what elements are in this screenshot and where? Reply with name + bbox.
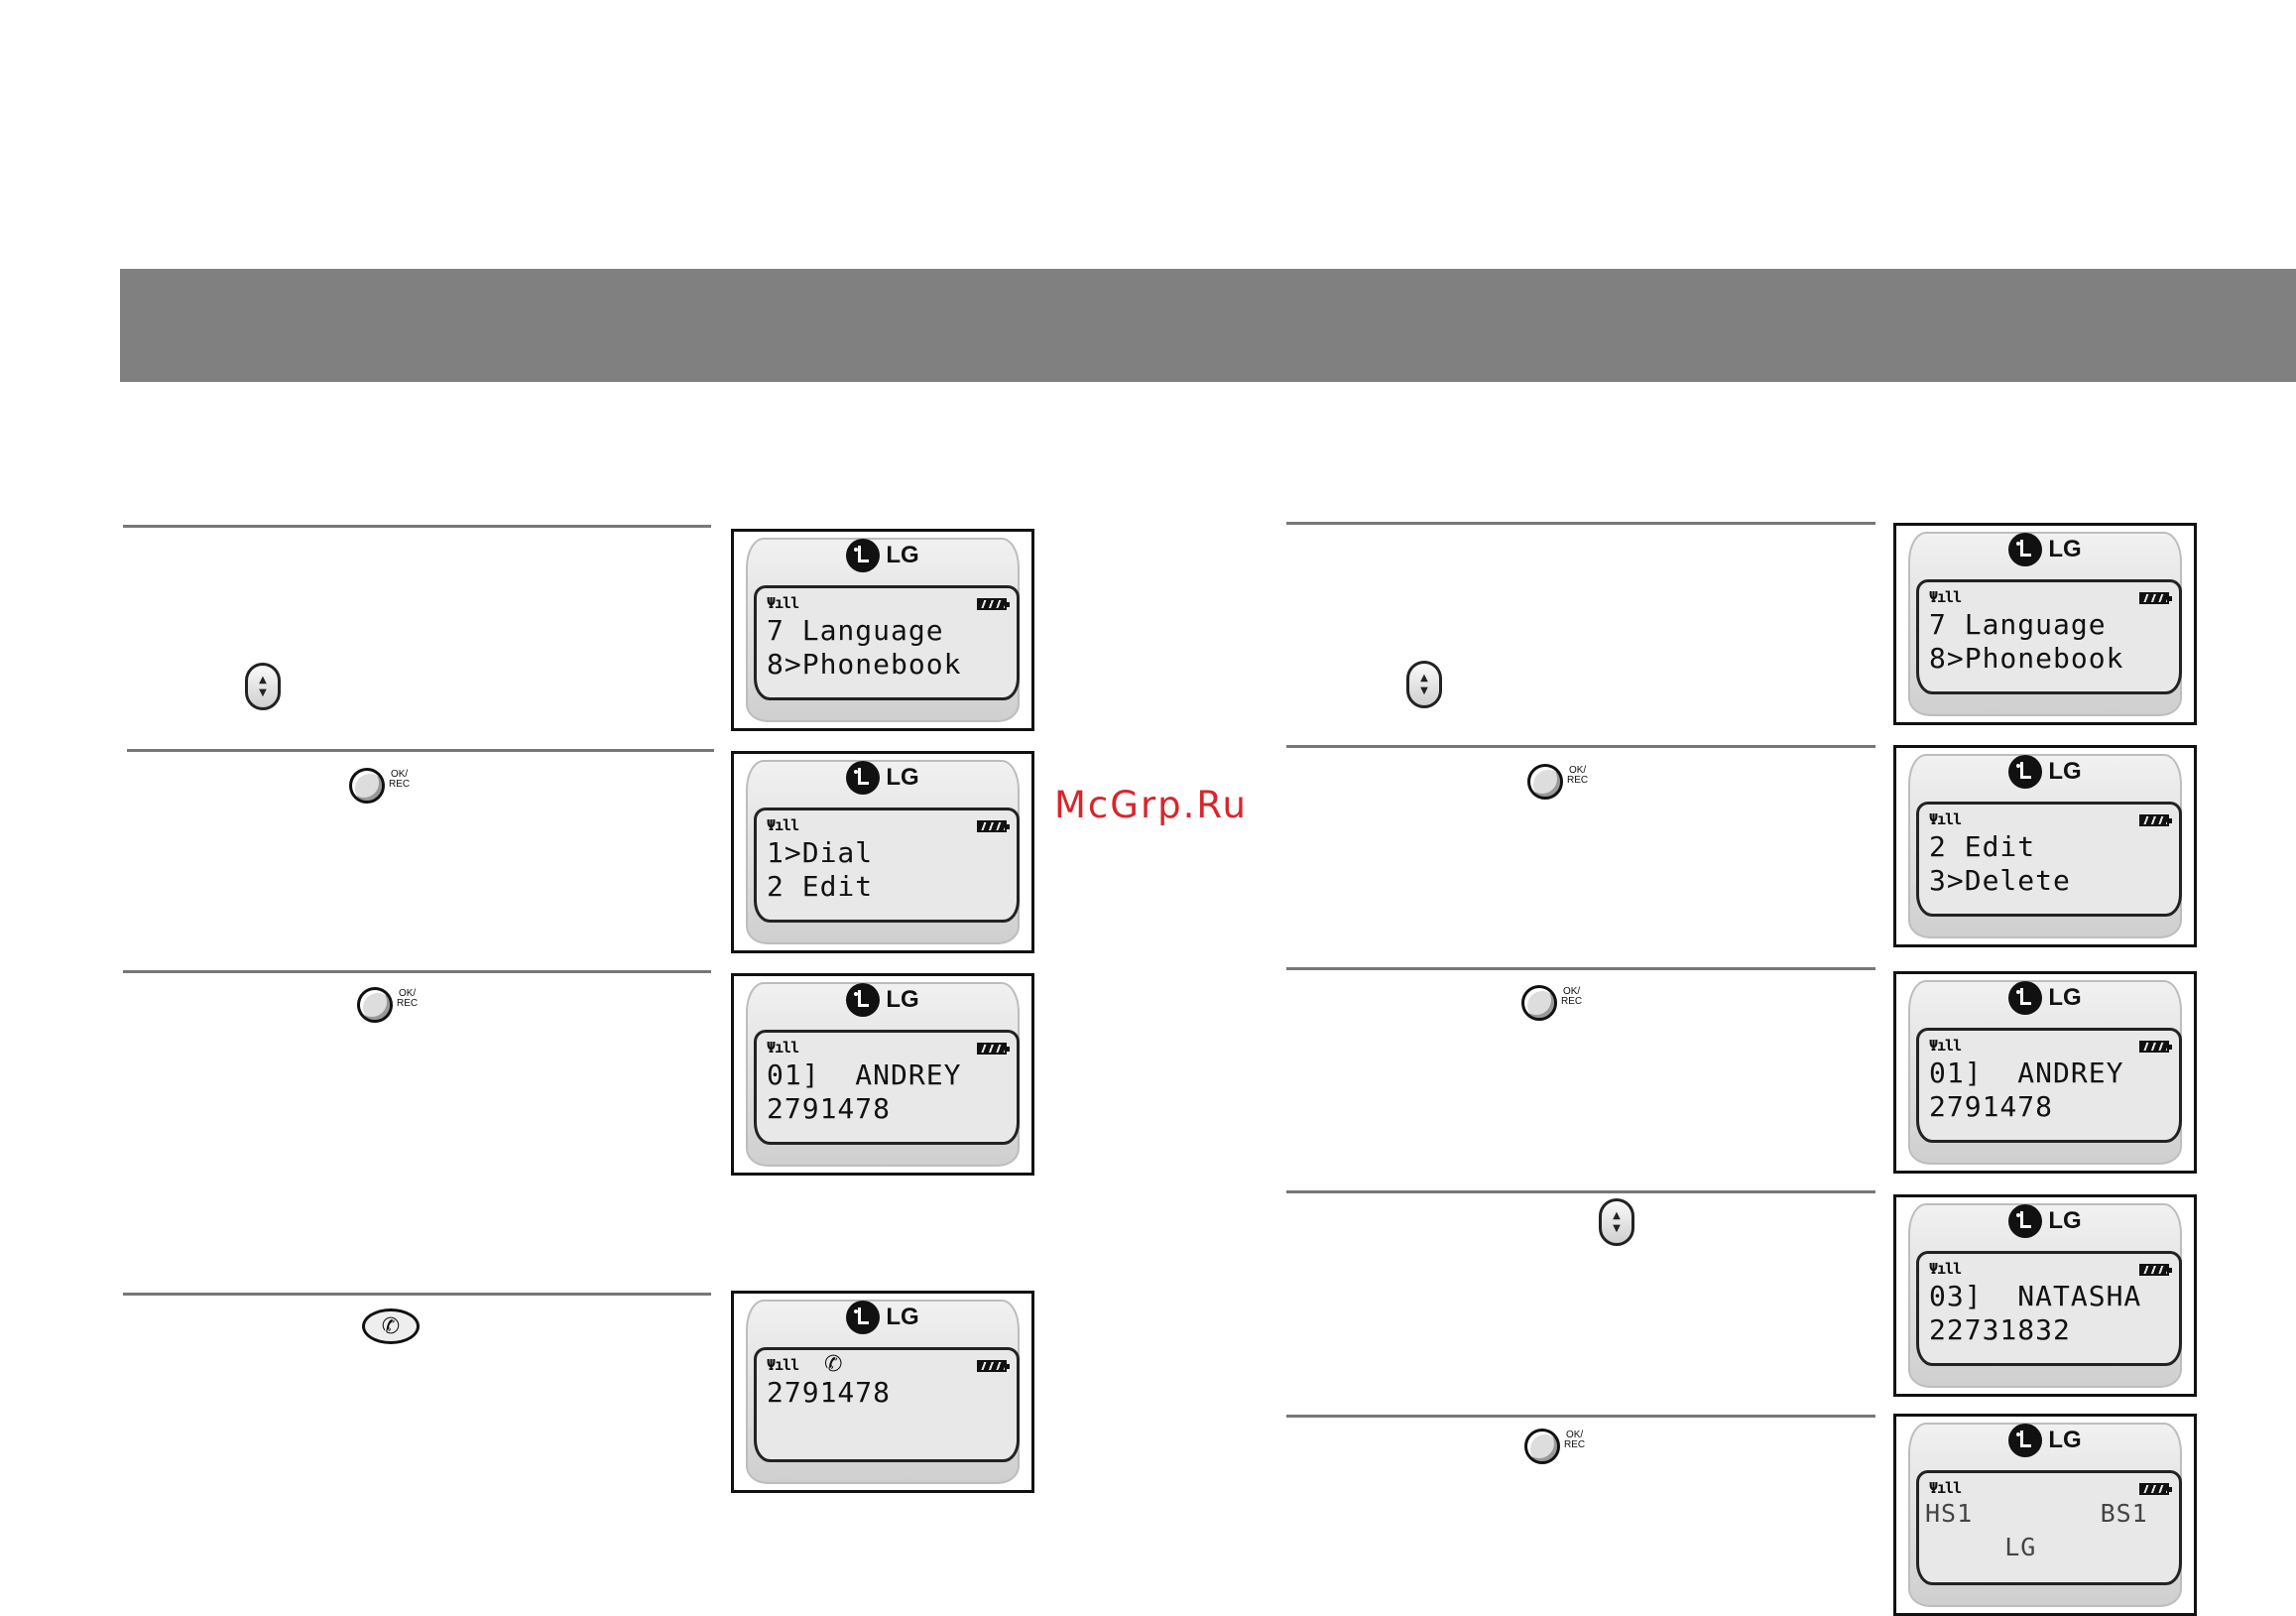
lg-logo: LG — [1896, 1201, 2194, 1241]
lcd-line: 2 Edit — [1929, 830, 2036, 863]
lcd-line: 03] NATASHA — [1929, 1280, 2142, 1312]
lcd-line: HS1 BS1 — [1925, 1499, 2148, 1528]
step-divider — [123, 1293, 711, 1296]
lcd-line: 01] ANDREY — [1929, 1057, 2124, 1089]
signal-antenna-icon: Ψıll — [767, 594, 799, 612]
section-header-band — [120, 269, 2296, 382]
navigation-key-icon: ▲▼ — [245, 663, 281, 710]
lcd-screen: LG Ψıll 01] ANDREY 2791478 — [1893, 971, 2197, 1174]
lcd-screen: LG Ψıll 7 Language 8>Phonebook — [731, 529, 1034, 731]
ok-rec-key-icon: OK/REC — [1527, 764, 1588, 800]
ok-rec-key-icon: OK/REC — [1524, 1429, 1585, 1464]
lcd-line: 3>Delete — [1929, 864, 2071, 897]
step-divider — [123, 970, 711, 973]
navigation-key-icon: ▲▼ — [1599, 1198, 1634, 1246]
lcd-line: 2791478 — [767, 1092, 892, 1125]
signal-antenna-icon: Ψıll — [1929, 1037, 1962, 1055]
signal-antenna-icon: Ψıll — [767, 1039, 799, 1057]
battery-icon — [977, 1043, 1010, 1055]
step-divider — [1286, 967, 1875, 970]
lcd-screen: LG Ψıll 1>Dial 2 Edit — [731, 751, 1034, 953]
lcd-screen: LG Ψıll 2 Edit 3>Delete — [1893, 745, 2197, 947]
lcd-line: 01] ANDREY — [767, 1058, 962, 1091]
step-divider — [123, 525, 711, 528]
navigation-key-icon: ▲▼ — [1406, 661, 1442, 708]
signal-antenna-icon: Ψıll — [767, 1356, 799, 1374]
lg-logo: LG — [734, 758, 1031, 798]
lcd-line: 2791478 — [767, 1376, 892, 1409]
battery-icon — [977, 820, 1010, 832]
ok-rec-key-icon: OK/REC — [1521, 985, 1582, 1021]
lg-logo: LG — [1896, 530, 2194, 569]
signal-antenna-icon: Ψıll — [1929, 1479, 1962, 1497]
lcd-line: 7 Language — [1929, 608, 2107, 641]
signal-antenna-icon: Ψıll — [767, 816, 799, 834]
lcd-line: 2791478 — [1929, 1090, 2054, 1123]
signal-antenna-icon: Ψıll — [1929, 810, 1962, 828]
ok-rec-key-icon: OK/REC — [357, 987, 418, 1023]
lg-logo: LG — [1896, 752, 2194, 792]
watermark: McGrp.Ru — [1054, 784, 1248, 826]
battery-icon — [2139, 814, 2172, 826]
lcd-screen: LG Ψıll 01] ANDREY 2791478 — [731, 973, 1034, 1176]
lg-logo: LG — [1896, 1421, 2194, 1460]
battery-icon — [977, 598, 1010, 610]
lcd-line: 8>Phonebook — [1929, 642, 2124, 675]
signal-antenna-icon: Ψıll — [1929, 588, 1962, 606]
lcd-line: LG — [1925, 1533, 2037, 1561]
lcd-screen: LG Ψıll 7 Language 8>Phonebook — [1893, 523, 2197, 725]
ok-rec-key-icon: OK/REC — [349, 768, 410, 804]
battery-icon — [2139, 1483, 2172, 1495]
lcd-line: 8>Phonebook — [767, 648, 962, 681]
lg-logo: LG — [1896, 978, 2194, 1018]
signal-antenna-icon: Ψıll — [1929, 1260, 1962, 1278]
step-divider — [1286, 1190, 1875, 1193]
lcd-screen: LG Ψıll HS1 BS1 LG — [1893, 1414, 2197, 1616]
lcd-line: 7 Language — [767, 614, 944, 647]
step-divider — [1286, 745, 1875, 748]
battery-icon — [2139, 592, 2172, 604]
step-divider — [1286, 522, 1875, 525]
battery-icon — [977, 1360, 1010, 1372]
step-divider — [1286, 1415, 1875, 1418]
send-key-icon: ✆ — [362, 1308, 420, 1344]
lcd-line: 22731832 — [1929, 1313, 2071, 1346]
lg-logo: LG — [734, 1298, 1031, 1337]
handset-icon: ✆ — [824, 1352, 843, 1377]
step-divider — [127, 749, 714, 752]
lcd-screen: LG Ψıll ✆ 2791478 — [731, 1291, 1034, 1493]
lg-logo: LG — [734, 980, 1031, 1020]
lg-logo: LG — [734, 536, 1031, 575]
lcd-line: 2 Edit — [767, 870, 874, 903]
battery-icon — [2139, 1264, 2172, 1276]
lcd-screen: LG Ψıll 03] NATASHA 22731832 — [1893, 1194, 2197, 1397]
lcd-line: 1>Dial — [767, 836, 874, 869]
battery-icon — [2139, 1041, 2172, 1053]
